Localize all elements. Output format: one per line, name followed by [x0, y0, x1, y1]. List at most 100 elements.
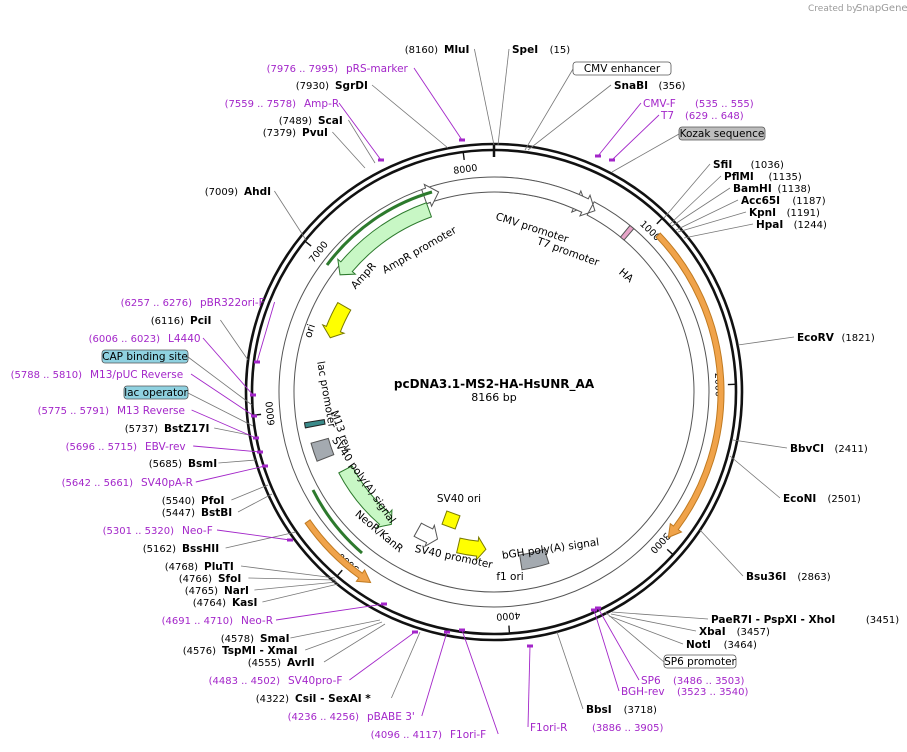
primer-leader-f1ori-f: [461, 629, 499, 735]
primer-coord: (629 .. 648): [685, 111, 744, 122]
primer-sp6: SP6(3486 .. 3503): [641, 675, 745, 687]
enzyme-name: AvrII: [287, 657, 315, 669]
enzyme-name: BstZ17I: [164, 423, 209, 435]
enzyme-coord: (356): [659, 81, 686, 92]
primer-leader-f1ori-r: [527, 645, 531, 728]
primer-name: pRS-marker: [346, 63, 409, 75]
ori-arrow: [321, 301, 352, 339]
primer-mark-sv40pa-r: [262, 464, 268, 468]
leader-bbsi: [556, 631, 584, 710]
primer-leader-sp6: [597, 607, 640, 681]
enzyme-coord: (4765): [185, 586, 218, 597]
leader-bamhi: [671, 187, 731, 227]
leader-pflmi: [669, 175, 722, 225]
box-label: SP6 promoter: [664, 656, 736, 668]
enzyme-avrii: AvrII(4555): [248, 657, 315, 669]
enzyme-acc65i: Acc65I(1187): [741, 195, 826, 207]
enzyme-sfoi: SfoI(4766): [179, 573, 242, 585]
primer-name: L4440: [168, 333, 201, 345]
lac-promoter-mark: [303, 419, 326, 429]
t7-promoter-arrow: [278, 176, 710, 608]
primer-leader-m13-reverse: [191, 409, 257, 439]
enzyme-name: ScaI: [318, 115, 343, 127]
primer-sv40pro-f: SV40pro-F(4483 .. 4502): [209, 675, 343, 687]
label-leaders: [187, 48, 795, 735]
enzyme-name: KpnI: [749, 207, 776, 219]
enzyme-name: NarI: [224, 585, 249, 597]
enzyme-name: SfoI: [218, 573, 241, 585]
neo-orf-arc: [304, 519, 372, 584]
primer-coord: (3486 .. 3503): [673, 676, 745, 687]
primer-coord: (3523 .. 3540): [677, 687, 749, 698]
enzyme-coord: (1821): [842, 333, 875, 344]
primer-name: F1ori-F: [450, 729, 486, 741]
tick-label-6000: 6000: [264, 401, 277, 426]
enzyme-bsshii: BssHII(5162): [143, 543, 219, 555]
primer-leader-ebv-rev: [193, 445, 261, 453]
box-label: CMV enhancer: [584, 63, 661, 75]
leader-econi: [729, 455, 781, 499]
primer-coord: (5788 .. 5810): [11, 370, 83, 381]
enzyme-name: PciI: [190, 315, 211, 327]
primer-leader-cmv-f: [597, 102, 642, 157]
primer-leader-t7: [611, 114, 660, 161]
enzyme-noti: NotI (3464): [686, 639, 757, 651]
leader-acc65i: [675, 199, 739, 231]
primer-mark-m13-puc-reverse: [251, 414, 257, 418]
primer-ebv-rev: EBV-rev(5696 .. 5715): [66, 441, 186, 453]
primer-leader-prs-marker: [413, 67, 463, 141]
primer-leader-l4440: [202, 337, 254, 396]
enzyme-coord: (4768): [165, 562, 198, 573]
primer-coord: (6006 .. 6023): [89, 334, 161, 345]
primer-mark-l4440: [250, 393, 256, 397]
primer-coord: (4236 .. 4256): [288, 712, 360, 723]
enzyme-bsmi: BsmI(5685): [149, 458, 217, 470]
boxed-cap-binding-site: CAP binding site: [101, 349, 189, 364]
leader-snabi: [527, 84, 612, 151]
enzyme-coord: (3451): [866, 615, 899, 626]
enzyme-coord: (1138): [778, 184, 811, 195]
leader-spei: [497, 48, 510, 146]
enzyme-name: NotI: [686, 639, 711, 651]
enzyme-kasi: KasI(4764): [193, 597, 258, 609]
leader-ecorv: [737, 336, 795, 346]
primer-leader-bgh-rev: [593, 609, 620, 692]
sv40-promoter-arrow: [413, 522, 439, 548]
primer-prs-marker: pRS-marker(7976 .. 7995): [267, 63, 409, 75]
box-leader-kozak-sequence: [611, 133, 680, 173]
neor-kanr-arrow: [338, 465, 393, 529]
primer-neo-r: Neo-R(4691 .. 4710): [162, 615, 273, 627]
boxed-lac-operator: lac operator: [123, 385, 188, 400]
ampr-promoter-arrow: [421, 183, 440, 208]
leader-nari: [254, 581, 338, 591]
leader-bstbi: [237, 493, 273, 513]
enzyme-coord: (8160): [405, 45, 438, 56]
feature-label-ori: ori: [302, 323, 318, 340]
leader-scai: [348, 119, 376, 164]
leader-noti: [608, 615, 684, 645]
feature-label-bgh-poly-a-signal: bGH poly(A) signal: [501, 536, 600, 562]
primer-name: T7: [660, 110, 674, 122]
enzyme-name: BamHI: [733, 183, 772, 195]
leader-pfoi: [231, 484, 269, 501]
leader-bsshii: [225, 531, 297, 549]
primer-mark-t7: [609, 158, 615, 162]
enzyme-name: EcoRV: [797, 332, 835, 344]
enzyme-csii-sexai: CsiI - SexAI *(4322): [256, 693, 372, 705]
feature-label-t7-promoter: T7 promoter: [534, 235, 601, 269]
primer-mark-ebv-rev: [257, 450, 263, 454]
enzyme-bstz17i: BstZ17I(5737): [125, 423, 210, 435]
enzyme-coord: (1036): [751, 160, 784, 171]
enzyme-coord: (7930): [296, 81, 329, 92]
enzyme-name: HpaI: [756, 219, 783, 231]
feature-label-ha: HA: [616, 266, 636, 285]
enzyme-coord: (3464): [724, 640, 757, 651]
enzyme-coord: (2411): [835, 444, 868, 455]
primer-coord: (4483 .. 4502): [209, 676, 281, 687]
enzyme-xbai: XbaI(3457): [699, 626, 770, 638]
sv40-ori-block: [441, 510, 461, 530]
enzyme-name: Bsu36I: [746, 571, 786, 583]
enzyme-name: BbvCI: [790, 443, 824, 455]
primer-name: Neo-F: [182, 525, 213, 537]
enzyme-pcii: PciI(6116): [151, 315, 212, 327]
